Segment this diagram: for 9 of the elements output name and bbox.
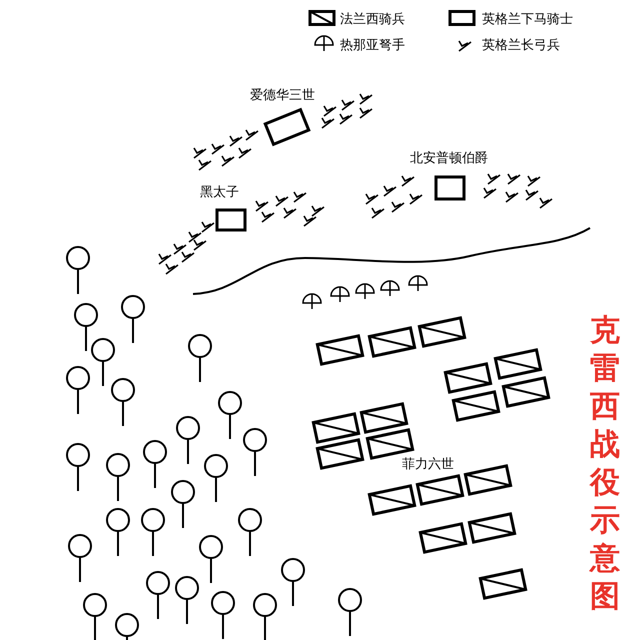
legend-label: 热那亚弩手 (340, 37, 405, 54)
unit-label: 北安普顿伯爵 (410, 150, 488, 167)
map-title: 克雷西战役示意图 (588, 312, 621, 616)
unit-label: 爱德华三世 (250, 87, 315, 104)
unit-label: 黑太子 (200, 184, 239, 201)
legend-label: 英格兰长弓兵 (482, 37, 560, 54)
legend-label: 法兰西骑兵 (340, 11, 405, 28)
legend-label: 英格兰下马骑士 (482, 11, 573, 28)
unit-label: 菲力六世 (402, 456, 454, 473)
